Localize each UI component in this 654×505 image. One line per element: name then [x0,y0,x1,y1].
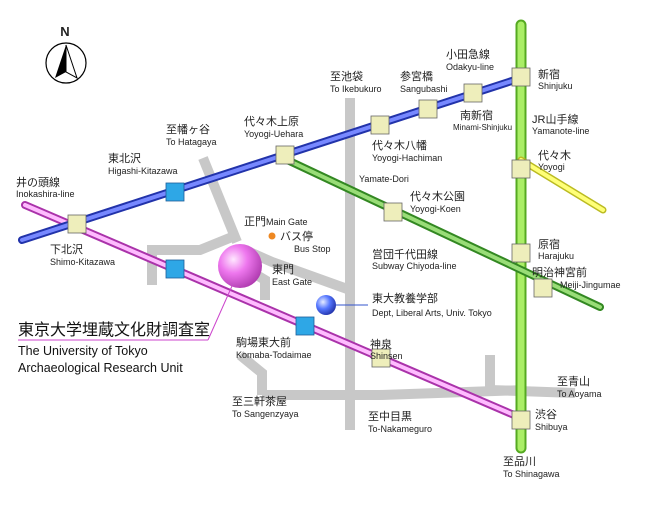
chiyoda-label-jp: 営団千代田線 [372,247,438,261]
title-en-line1: The University of Tokyo [18,344,148,358]
label-yoyogi-en: Yoyogi [538,162,565,172]
north-compass: N [45,24,87,84]
label-shibuya-jp: 渋谷 [535,408,557,421]
title-en-line2: Archaeological Research Unit [18,361,183,375]
label-to-aoyama-en: To Aoyama [557,389,602,399]
label-sangubashi-en: Sangubashi [400,84,448,94]
rail-odakyu [18,74,525,244]
label-yoyogi-hachiman-en: Yoyogi-Hachiman [372,153,442,163]
yamate-dori-label: Yamate-Dori [359,174,409,184]
compass-label: N [60,24,69,39]
station-komaba-todaimae-west [165,259,185,279]
road-nakameguro [350,385,526,400]
label-shimo-kitazawa-en: Shimo-Kitazawa [50,257,115,267]
label-yoyogi-jp: 代々木 [538,149,571,162]
station-minami-shinjuku [463,83,483,103]
label-yoyogi-hachiman-jp: 代々木八幡 [372,138,427,152]
label-minami-shinjuku-en: Minami-Shinjuku [453,123,512,132]
label-to-nakameguro-jp: 至中目黒 [368,410,412,423]
label-komaba-todaimae-en: Komaba-Todaimae [236,350,312,360]
label-to-shinagawa-en: To Shinagawa [503,469,560,479]
yamanote-label-en: Yamanote-line [532,126,589,136]
station-yoyogi [511,159,531,179]
label-sangubashi-jp: 参宮橋 [400,69,433,83]
station-sangubashi [418,99,438,119]
label-shinjuku-jp: 新宿 [538,67,560,81]
stations [67,67,553,430]
station-harajuku [511,243,531,263]
label-shinjuku-en: Shinjuku [538,81,573,91]
road-south [236,351,267,395]
label-meiji-jingumae-en: Meiji-Jingumae [560,280,621,290]
station-yoyogi-koen [383,202,403,222]
label-minami-shinjuku-jp: 南新宿 [460,108,493,122]
station-shinsen [371,348,391,368]
label-komaba-todaimae-jp: 駒場東大前 [236,335,291,349]
station-komaba-todaimae [295,316,315,336]
label-shibuya-en: Shibuya [535,422,568,432]
label-east-gate-en: East Gate [272,277,312,287]
title-leader-line [207,285,233,341]
label-harajuku-jp: 原宿 [538,237,560,251]
chiyoda-label-en: Subway Chiyoda-line [372,261,457,271]
label-shinsen-en: Shinsen [370,351,403,361]
station-yoyogi-uehara [275,145,295,165]
label-liberal-arts-en: Dept, Liberal Arts, Univ. Tokyo [372,308,492,318]
odakyu-label-en: Odakyu-line [446,62,494,72]
rail-inokashira [21,201,525,422]
label-to-shinagawa-jp: 至品川 [503,455,536,468]
label-east-gate-jp: 東門 [272,263,294,276]
station-higashi-kitazawa [165,182,185,202]
title-jp: 東京大学埋蔵文化財調査室 [18,320,210,339]
label-shinsen-jp: 神泉 [370,337,392,351]
label-to-nakameguro-en: To-Nakameguro [368,424,432,434]
odakyu-label-jp: 小田急線 [446,47,490,61]
label-yoyogi-koen-en: Yoyogi-Koen [410,204,461,214]
road-hatagaya [198,156,242,244]
rail-keio-branch [517,156,607,214]
label-bus-stop-jp: バス停 [280,229,313,243]
label-harajuku-en: Harajuku [538,251,574,261]
label-main-gate-jp: 正門 [244,215,266,228]
bus-stop-marker [268,232,276,240]
label-to-ikebukuro-en: To Ikebukuro [330,84,382,94]
station-shinjuku [511,67,531,87]
yamanote-label-jp: JR山手線 [532,112,578,126]
archaeological-unit-marker [218,244,262,288]
road-aoyama [489,385,576,398]
label-to-hatagaya-jp: 至幡ヶ谷 [166,122,210,136]
label-to-hatagaya-en: To Hatagaya [166,137,217,147]
label-yoyogi-uehara-jp: 代々木上原 [244,115,299,128]
liberal-arts-marker [316,295,336,315]
station-shimo-kitazawa [67,214,87,234]
station-meiji-jingumae [533,278,553,298]
label-to-sangenzyaya-jp: 至三軒茶屋 [232,395,287,408]
label-to-sangenzyaya-en: To Sangenzyaya [232,409,299,419]
station-yoyogi-hachiman [370,115,390,135]
label-bus-stop-en: Bus Stop [294,244,331,254]
road-campus-west [147,230,239,285]
label-to-ikebukuro-jp: 至池袋 [330,69,363,83]
label-meiji-jingumae-jp: 明治神宮前 [532,265,587,279]
label-shimo-kitazawa-jp: 下北沢 [50,242,83,256]
label-yoyogi-uehara-en: Yoyogi-Uehara [244,129,303,139]
station-shibuya [511,410,531,430]
label-higashi-kitazawa-jp: 東北沢 [108,151,141,165]
inokashira-label-en: Inokashira-line [16,189,75,199]
label-yoyogi-koen-jp: 代々木公園 [410,190,465,203]
label-main-gate-en: Main Gate [266,217,308,227]
label-liberal-arts-jp: 東大教養学部 [372,291,438,305]
inokashira-label-jp: 井の頭線 [16,175,60,189]
label-to-aoyama-jp: 至青山 [557,375,590,388]
label-higashi-kitazawa-en: Higashi-Kitazawa [108,166,178,176]
